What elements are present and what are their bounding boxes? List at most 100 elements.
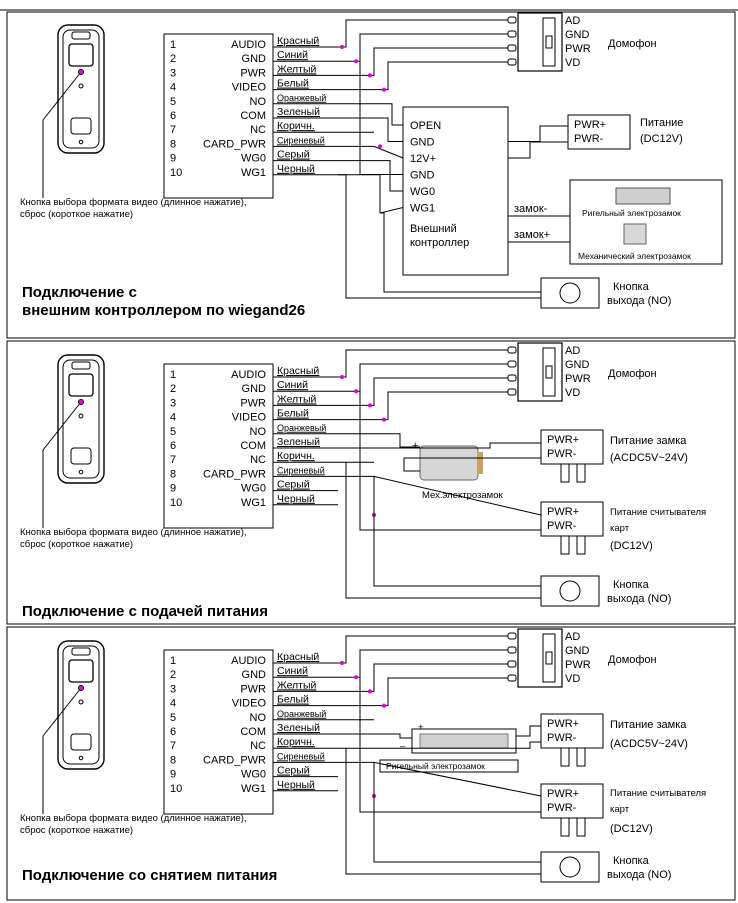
pin-terminal bbox=[507, 374, 517, 382]
wire-color-label: Коричн. bbox=[277, 450, 315, 462]
power-plus-wire bbox=[508, 125, 568, 142]
intercom-socket bbox=[542, 633, 556, 683]
panel-1-frame bbox=[6, 11, 736, 339]
button-note-line-1: Кнопка выбора формата видео (длинное наж… bbox=[20, 527, 247, 538]
pwr-plus-label: PWR+ bbox=[547, 434, 579, 446]
pin-terminal bbox=[507, 44, 517, 52]
terminal-name: VIDEO bbox=[232, 82, 267, 94]
bolt-lock-caption-box bbox=[379, 759, 519, 773]
reader-power-label-2: карт bbox=[610, 804, 630, 815]
controller-pin-label: OPEN bbox=[410, 120, 441, 132]
reader-power-label-2: карт bbox=[610, 523, 630, 534]
intercom-pin-label: GND bbox=[565, 29, 590, 41]
terminal-number: 5 bbox=[170, 426, 176, 438]
terminal-name: PWR bbox=[240, 397, 266, 409]
wire-gnd-psu bbox=[359, 677, 541, 813]
leader-dot bbox=[79, 400, 83, 404]
wire-wg0 bbox=[374, 160, 403, 192]
junction-dot bbox=[382, 417, 386, 422]
intercom-pin-label: GND bbox=[565, 645, 590, 657]
plug-leg bbox=[560, 463, 570, 483]
terminal-name: WG1 bbox=[241, 167, 266, 179]
terminal-name: GND bbox=[242, 383, 267, 395]
wire-color-label: Сиреневый bbox=[277, 465, 325, 475]
terminal-number: 9 bbox=[170, 769, 176, 781]
exit-wire-2 bbox=[345, 748, 541, 875]
controller-name-2: контроллер bbox=[410, 237, 469, 249]
lock-power-label-1: Питание замка bbox=[610, 435, 687, 447]
wire-color-label: Черный bbox=[277, 779, 315, 791]
terminal-name: PWR bbox=[240, 683, 266, 695]
wire-color-label: Сиреневый bbox=[277, 751, 325, 761]
exit-button-label-2: выхода (NO) bbox=[607, 593, 671, 605]
panel-1-title-2: внешним контроллером по wiegand26 bbox=[22, 302, 305, 319]
lock-power-label-2: (ACDC5V~24V) bbox=[610, 738, 688, 750]
plug-leg bbox=[576, 747, 586, 767]
wire-color-label: Черный bbox=[277, 493, 315, 505]
wire-cardpwr-psu bbox=[373, 475, 542, 516]
terminal-name: AUDIO bbox=[231, 369, 266, 381]
wire-color-label: Зеленый bbox=[277, 106, 320, 118]
power-supply-box bbox=[567, 114, 631, 150]
bolt-lock-caption: Ригельный электрозамок bbox=[582, 208, 681, 218]
intercom-pin-label: PWR bbox=[565, 43, 591, 55]
exit-button-label-1: Кнопка bbox=[613, 281, 650, 293]
wire-cardpwr-psu bbox=[373, 761, 542, 797]
terminal-number: 2 bbox=[170, 383, 176, 395]
exit-button-icon bbox=[559, 282, 581, 304]
pwr-minus-label: PWR- bbox=[547, 802, 577, 814]
exit-wire bbox=[373, 762, 541, 863]
reader-bottom-slot bbox=[70, 733, 92, 751]
pin-terminal bbox=[507, 58, 517, 66]
terminal-name: AUDIO bbox=[231, 39, 266, 51]
intercom-socket bbox=[542, 347, 556, 397]
power-supply-box bbox=[540, 713, 604, 749]
wire-com-lock bbox=[374, 733, 412, 739]
intercom-pin-label: AD bbox=[565, 15, 580, 27]
wire-color-label: Желтый bbox=[277, 63, 317, 75]
terminal-number: 1 bbox=[170, 369, 176, 381]
terminal-name: AUDIO bbox=[231, 655, 266, 667]
screw-hole-icon bbox=[78, 139, 84, 145]
card-reader-inner bbox=[62, 29, 100, 149]
terminal-name: VIDEO bbox=[232, 698, 267, 710]
terminal-name: NC bbox=[250, 454, 266, 466]
wire-wg1 bbox=[374, 174, 404, 214]
terminal-number: 10 bbox=[170, 783, 182, 795]
panel-2-title: Подключение с подачей питания bbox=[22, 603, 268, 620]
intercom-socket bbox=[542, 17, 556, 67]
terminal-name: CARD_PWR bbox=[203, 138, 266, 150]
terminal-number: 8 bbox=[170, 468, 176, 480]
intercom-wire bbox=[338, 363, 508, 392]
intercom-pin-label: VD bbox=[565, 57, 580, 69]
lock-power-label-1: Питание замка bbox=[610, 719, 687, 731]
pin-terminal bbox=[507, 388, 517, 396]
wire-color-label: Черный bbox=[277, 163, 315, 175]
plug-leg bbox=[560, 817, 570, 837]
intercom-wire bbox=[338, 649, 508, 678]
leader-dot bbox=[79, 686, 83, 690]
reader-top-slot bbox=[71, 31, 91, 40]
terminal-name: WG0 bbox=[241, 153, 266, 165]
pwr-plus-label: PWR+ bbox=[547, 788, 579, 800]
pin-terminal bbox=[507, 16, 517, 24]
terminal-name: NO bbox=[250, 426, 267, 438]
reader-top-slot bbox=[71, 647, 91, 656]
mech-lock-bolt bbox=[477, 452, 483, 474]
terminal-number: 5 bbox=[170, 712, 176, 724]
panel-1-title-1: Подключение с bbox=[22, 284, 137, 301]
junction-dot bbox=[382, 703, 386, 708]
button-note-line-2: сброс (короткое нажатие) bbox=[20, 825, 133, 836]
pin-terminal bbox=[507, 646, 517, 654]
intercom-label: Домофон bbox=[608, 38, 657, 50]
button-note-line-2: сброс (короткое нажатие) bbox=[20, 209, 133, 220]
junction-dot bbox=[368, 73, 372, 78]
card-reader-inner bbox=[62, 359, 100, 479]
terminal-number: 4 bbox=[170, 412, 176, 424]
lock-minus-label: замок- bbox=[514, 203, 548, 215]
intercom-label: Домофон bbox=[608, 368, 657, 380]
junction-dot bbox=[340, 661, 344, 665]
button-note-line-1: Кнопка выбора формата видео (длинное наж… bbox=[20, 197, 247, 208]
terminal-number: 2 bbox=[170, 53, 176, 65]
